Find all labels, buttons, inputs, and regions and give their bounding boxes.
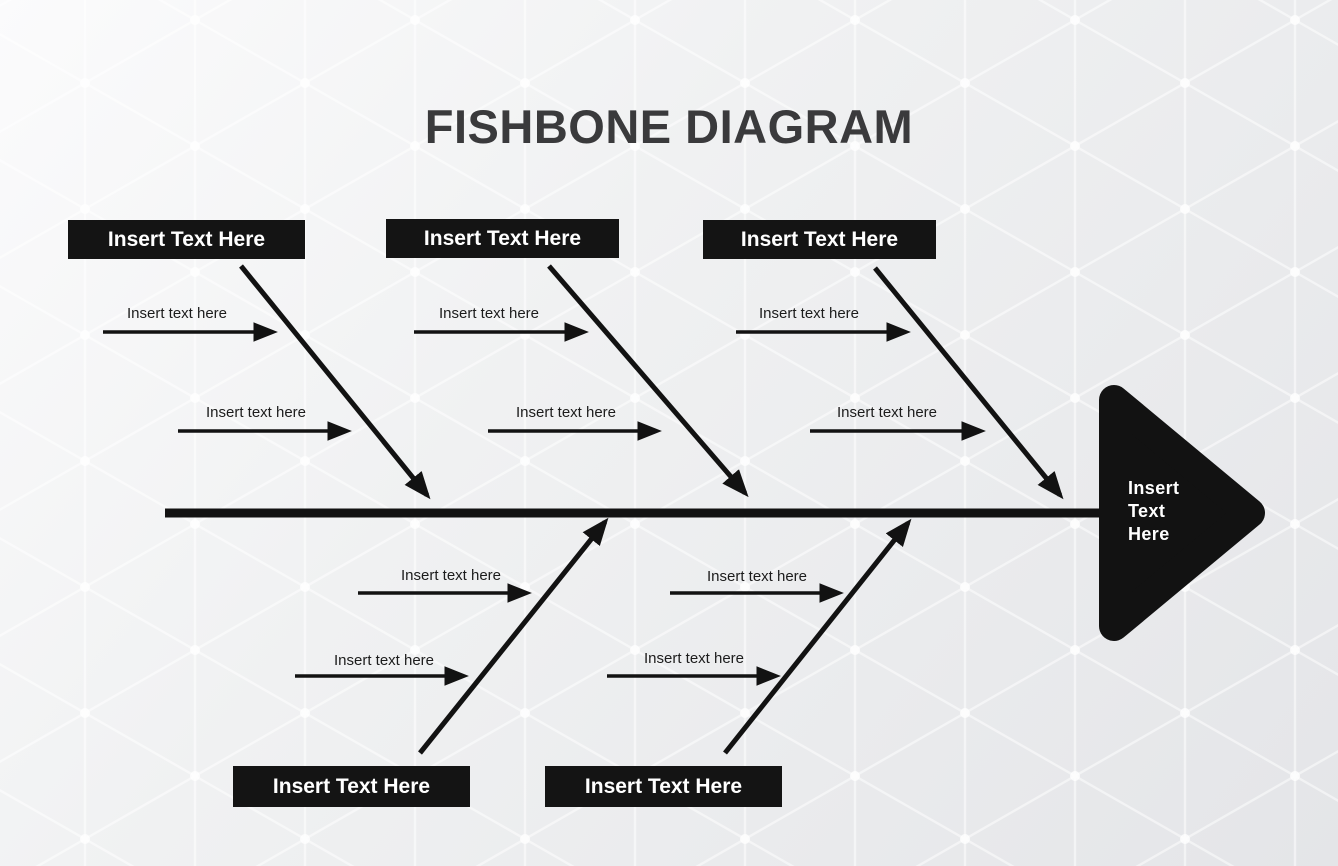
category-box-bottom-2-label: Insert Text Here — [584, 774, 743, 798]
page-title: FISHBONE DIAGRAM — [424, 100, 914, 153]
category-box-bottom-1-label: Insert Text Here — [272, 774, 431, 798]
top-branch-line-3 — [873, 266, 1064, 500]
cause-label-top-1a[interactable]: Insert text here — [126, 305, 228, 322]
cause-label-top-2b[interactable]: Insert text here — [515, 404, 617, 421]
cause-label-bottom-1a[interactable]: Insert text here — [400, 567, 502, 584]
cause-label-top-3b[interactable]: Insert text here — [836, 404, 938, 421]
bottom-branch-line-2 — [723, 518, 912, 755]
category-box-top-1[interactable]: Insert Text Here — [68, 220, 305, 259]
fish-head[interactable] — [1099, 385, 1265, 641]
category-box-top-3-label: Insert Text Here — [740, 227, 899, 251]
cause-label-bottom-2b[interactable]: Insert text here — [643, 650, 745, 667]
cause-label-bottom-2a[interactable]: Insert text here — [706, 568, 808, 585]
category-box-top-1-label: Insert Text Here — [107, 227, 266, 251]
effect-label[interactable]: Insert Text Here — [1128, 478, 1180, 544]
cause-label-top-3a[interactable]: Insert text here — [758, 305, 860, 322]
cause-label-top-1b[interactable]: Insert text here — [205, 404, 307, 421]
bottom-branch-line-1 — [418, 517, 609, 755]
category-box-top-2[interactable]: Insert Text Here — [386, 219, 619, 258]
category-box-top-2-label: Insert Text Here — [423, 226, 582, 250]
category-box-bottom-2[interactable]: Insert Text Here — [545, 766, 782, 807]
cause-label-bottom-1b[interactable]: Insert text here — [333, 652, 435, 669]
category-box-bottom-1[interactable]: Insert Text Here — [233, 766, 470, 807]
top-branch-line-1 — [239, 264, 431, 500]
top-branch-line-2 — [547, 264, 749, 498]
category-box-top-3[interactable]: Insert Text Here — [703, 220, 936, 259]
cause-label-top-2a[interactable]: Insert text here — [438, 305, 540, 322]
